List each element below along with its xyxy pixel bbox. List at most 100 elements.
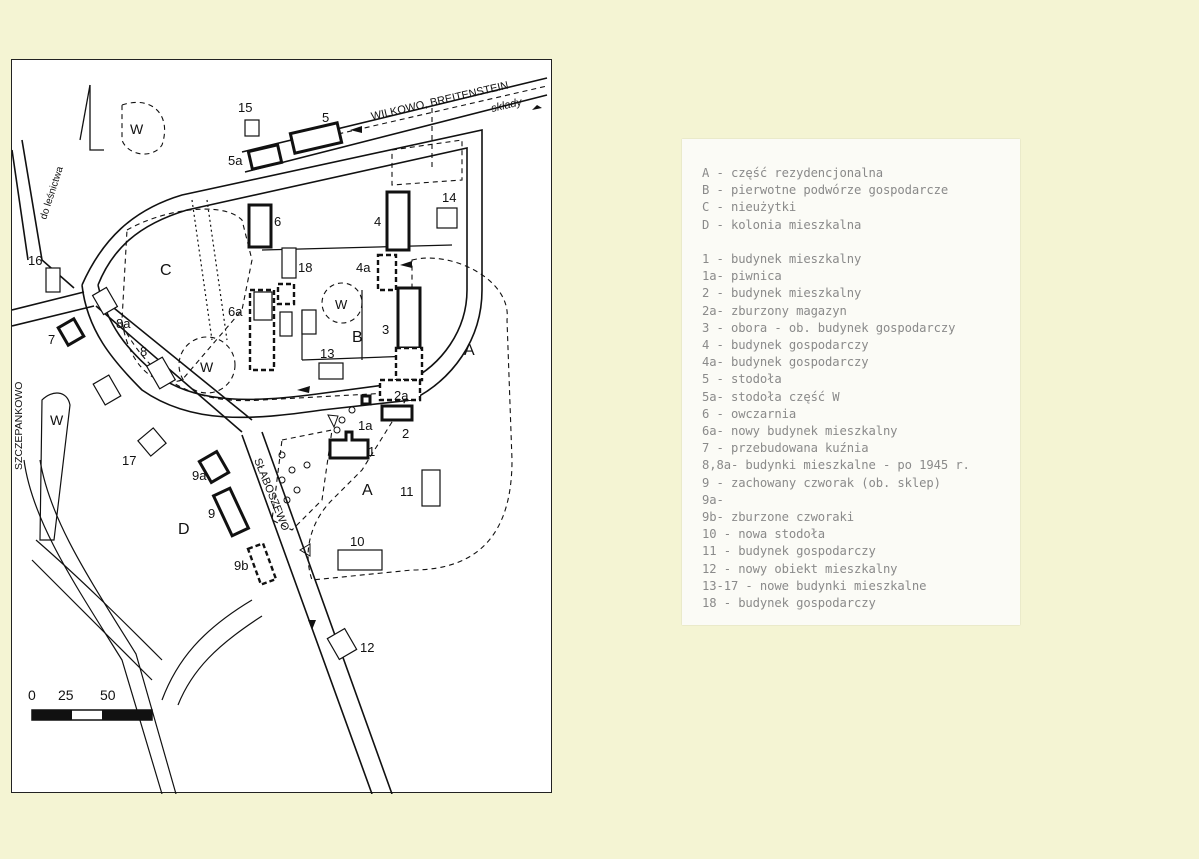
building-8 [145, 356, 177, 390]
building-2 [380, 404, 414, 422]
legend-item: 11 - budynek gospodarczy [702, 544, 876, 559]
building-10 [337, 549, 383, 571]
label-2a: 2a [394, 388, 409, 403]
area-label-c: C [160, 262, 172, 279]
building-9a [197, 449, 231, 485]
legend-item: 9 - zachowany czworak (ob. sklep) [702, 475, 941, 490]
legend-item: 2a- zburzony magazyn [702, 303, 847, 318]
legend-item: A - część rezydencjonalna [702, 166, 883, 180]
arrow-icon [308, 620, 316, 630]
label-11: 11 [400, 484, 414, 499]
building-1a [360, 394, 372, 406]
building-12 [326, 627, 358, 661]
legend-list: A - część rezydencjonalna B - pierwotne … [702, 165, 970, 612]
legend-item: 8,8a- budynki mieszkalne - po 1945 r. [702, 458, 970, 473]
building-8a [91, 286, 119, 316]
label-6a: 6a [228, 304, 243, 319]
arrow-outline-icon [327, 414, 339, 429]
building-3-ext [394, 346, 424, 382]
label-3: 3 [382, 322, 389, 337]
road-label-szczepankowo: SZCZEPANKOWO [13, 382, 25, 470]
label-9: 9 [208, 506, 215, 521]
legend-item: 4 - budynek gospodarczy [702, 338, 869, 353]
area-label-b: B [352, 329, 363, 346]
arrow-icon [400, 261, 412, 268]
label-8a: 8a [116, 316, 131, 331]
building-9b [246, 541, 278, 587]
building-4 [385, 190, 411, 252]
label-13: 13 [320, 346, 334, 361]
label-15: 15 [238, 100, 252, 115]
building-7 [56, 316, 86, 348]
scale-tick-50: 50 [100, 687, 116, 703]
label-6: 6 [274, 214, 281, 229]
label-1: 1 [368, 444, 375, 459]
building-16 [45, 267, 61, 293]
label-4a: 4a [356, 260, 371, 275]
alleys [23, 199, 263, 794]
legend-item: 4a- budynek gospodarczy [702, 355, 869, 370]
building-11 [421, 469, 441, 507]
well-label: W [130, 121, 144, 137]
scale-tick-0: 0 [28, 687, 36, 703]
arrow-outline-icon [299, 543, 311, 557]
site-plan-map: WILKOWO, BREITENSTEIN składy do leśnictw… [11, 59, 552, 794]
label-5: 5 [322, 110, 329, 125]
building-small-b [301, 309, 317, 335]
legend-item: 3 - obora - ob. budynek gospodarczy [702, 320, 956, 335]
building-left-a [92, 374, 122, 406]
legend-item: 6a- nowy budynek mieszkalny [702, 424, 898, 439]
legend-item: 13-17 - nowe budynki mieszkalne [702, 578, 927, 593]
legend-item: 10 - nowa stodoła [702, 527, 826, 542]
legend-item: 5a- stodoła część W [702, 389, 840, 404]
direction-arrows [297, 105, 542, 630]
building-17 [137, 427, 167, 457]
scale-tick-25: 25 [58, 687, 74, 703]
road-slaboszewo [95, 299, 393, 794]
building-6a-inner [253, 291, 273, 321]
well-label: W [200, 359, 214, 375]
building-15 [244, 119, 260, 137]
building-3 [396, 286, 422, 350]
building-2a [378, 378, 422, 402]
label-14: 14 [442, 190, 456, 205]
arrow-icon [350, 126, 362, 133]
legend-spacer [702, 234, 970, 251]
legend-item: 9b- zburzone czworaki [702, 510, 854, 525]
legend-item: B - pierwotne podwórze gospodarcze [702, 183, 949, 198]
label-7: 7 [48, 332, 55, 347]
legend-item: 9a- [702, 492, 724, 507]
building-14 [436, 207, 458, 229]
building-6a-small [276, 282, 296, 306]
building-1 [328, 430, 370, 460]
legend-item: 6 - owczarnia [702, 406, 797, 421]
label-4: 4 [374, 214, 381, 229]
building-13 [318, 362, 344, 380]
legend-item: 7 - przebudowana kuźnia [702, 441, 869, 456]
road-szczepankowo [12, 139, 95, 327]
label-16: 16 [28, 253, 42, 268]
legend-item: 5 - stodoła [702, 372, 782, 387]
label-8: 8 [140, 344, 147, 359]
road-label-lesnictwo: do leśnictwa [38, 165, 66, 221]
label-9b: 9b [234, 558, 248, 573]
legend-item: D - kolonia mieszkalna [702, 217, 862, 232]
buildings [45, 119, 458, 661]
building-5a [246, 143, 284, 171]
park-trees [278, 406, 356, 504]
building-6 [247, 203, 273, 249]
label-12: 12 [360, 640, 374, 655]
label-18: 18 [298, 260, 312, 275]
legend-item: 12 - nowy obiekt mieszkalny [702, 561, 898, 576]
zones [121, 101, 513, 581]
building-18 [281, 247, 297, 279]
well-label: W [50, 412, 64, 428]
area-label-a1: A [464, 342, 475, 359]
road-label-wilkowo: WILKOWO, BREITENSTEIN [370, 80, 510, 123]
area-label-a2: A [362, 482, 373, 499]
site-plan-drawing: WILKOWO, BREITENSTEIN składy do leśnictw… [12, 77, 548, 794]
label-10: 10 [350, 534, 364, 549]
label-1a: 1a [358, 418, 373, 433]
label-2: 2 [402, 426, 409, 441]
